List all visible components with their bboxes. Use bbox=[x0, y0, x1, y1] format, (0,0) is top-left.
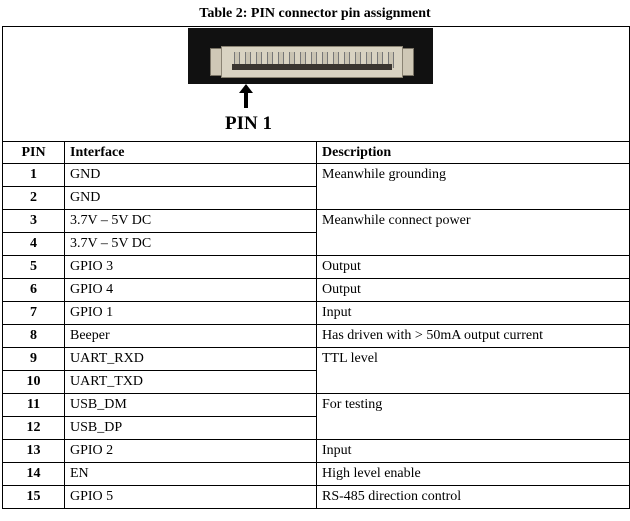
pin-interface: USB_DM bbox=[64, 393, 317, 417]
pin-number: 5 bbox=[2, 255, 65, 279]
pin-number: 11 bbox=[2, 393, 65, 417]
table-row: 15 GPIO 5 RS-485 direction control bbox=[2, 485, 630, 509]
pin-number: 15 bbox=[2, 485, 65, 509]
table-row: 8 Beeper Has driven with > 50mA output c… bbox=[2, 324, 630, 348]
table-row: 13 GPIO 2 Input bbox=[2, 439, 630, 463]
pin-description: Meanwhile connect power bbox=[315, 209, 630, 256]
pin-number: 9 bbox=[2, 347, 65, 371]
header-interface: Interface bbox=[64, 141, 317, 164]
pin-description: For testing bbox=[315, 393, 630, 440]
pin-number: 1 bbox=[2, 163, 65, 187]
pin-number: 10 bbox=[2, 370, 65, 394]
table-row: 9 UART_RXD TTL level bbox=[2, 347, 630, 394]
table-row: 1 GND Meanwhile grounding bbox=[2, 163, 630, 210]
pin-interface: GPIO 4 bbox=[64, 278, 317, 302]
table-row: 11 USB_DM For testing bbox=[2, 393, 630, 440]
pin-interface: 3.7V – 5V DC bbox=[64, 209, 317, 233]
pin-number: 13 bbox=[2, 439, 65, 463]
connector-photo bbox=[188, 28, 433, 84]
pin1-label: PIN 1 bbox=[225, 113, 272, 134]
pin-number: 12 bbox=[2, 416, 65, 440]
pin-interface: GPIO 1 bbox=[64, 301, 317, 325]
table-row: 5 GPIO 3 Output bbox=[2, 255, 630, 279]
pin-description: RS-485 direction control bbox=[315, 485, 630, 509]
table-row: 7 GPIO 1 Input bbox=[2, 301, 630, 325]
pin-description: Meanwhile grounding bbox=[315, 163, 630, 210]
pin-description: Output bbox=[315, 278, 630, 302]
pin-assignment-table: PIN 1 PIN Interface Description 1 GND Me… bbox=[1, 26, 630, 509]
pin-number: 7 bbox=[2, 301, 65, 325]
header-description: Description bbox=[315, 141, 630, 164]
table-row: 3 3.7V – 5V DC Meanwhile connect power bbox=[2, 209, 630, 256]
pin-interface: GND bbox=[64, 186, 317, 210]
table-row: 10 UART_TXD bbox=[2, 370, 630, 394]
pin-description: Has driven with > 50mA output current bbox=[315, 324, 630, 348]
pin-interface: EN bbox=[64, 462, 317, 486]
pin-number: 4 bbox=[2, 232, 65, 256]
header-pin: PIN bbox=[2, 141, 65, 164]
pin-description: Input bbox=[315, 301, 630, 325]
pin-number: 8 bbox=[2, 324, 65, 348]
pin-interface: GND bbox=[64, 163, 317, 187]
pin-number: 6 bbox=[2, 278, 65, 302]
pin-description: Input bbox=[315, 439, 630, 463]
connector-figure-cell: PIN 1 bbox=[1, 26, 630, 142]
table-caption: Table 2: PIN connector pin assignment bbox=[199, 6, 431, 21]
table-row: 14 EN High level enable bbox=[2, 462, 630, 486]
table-row: 12 USB_DP bbox=[2, 416, 630, 440]
arrow-up-icon bbox=[239, 84, 253, 108]
table-row: 2 GND bbox=[2, 186, 630, 210]
pin-number: 3 bbox=[2, 209, 65, 233]
table-row: 6 GPIO 4 Output bbox=[2, 278, 630, 302]
pin-number: 14 bbox=[2, 462, 65, 486]
pin-description: TTL level bbox=[315, 347, 630, 394]
pin-description: High level enable bbox=[315, 462, 630, 486]
pin-number: 2 bbox=[2, 186, 65, 210]
pin-interface: Beeper bbox=[64, 324, 317, 348]
connector-housing bbox=[221, 46, 403, 78]
pin-interface: UART_RXD bbox=[64, 347, 317, 371]
pin-interface: UART_TXD bbox=[64, 370, 317, 394]
pin-interface: 3.7V – 5V DC bbox=[64, 232, 317, 256]
pin-interface: GPIO 3 bbox=[64, 255, 317, 279]
pin-interface: GPIO 5 bbox=[64, 485, 317, 509]
pin-interface: USB_DP bbox=[64, 416, 317, 440]
pin-description: Output bbox=[315, 255, 630, 279]
pin-interface: GPIO 2 bbox=[64, 439, 317, 463]
